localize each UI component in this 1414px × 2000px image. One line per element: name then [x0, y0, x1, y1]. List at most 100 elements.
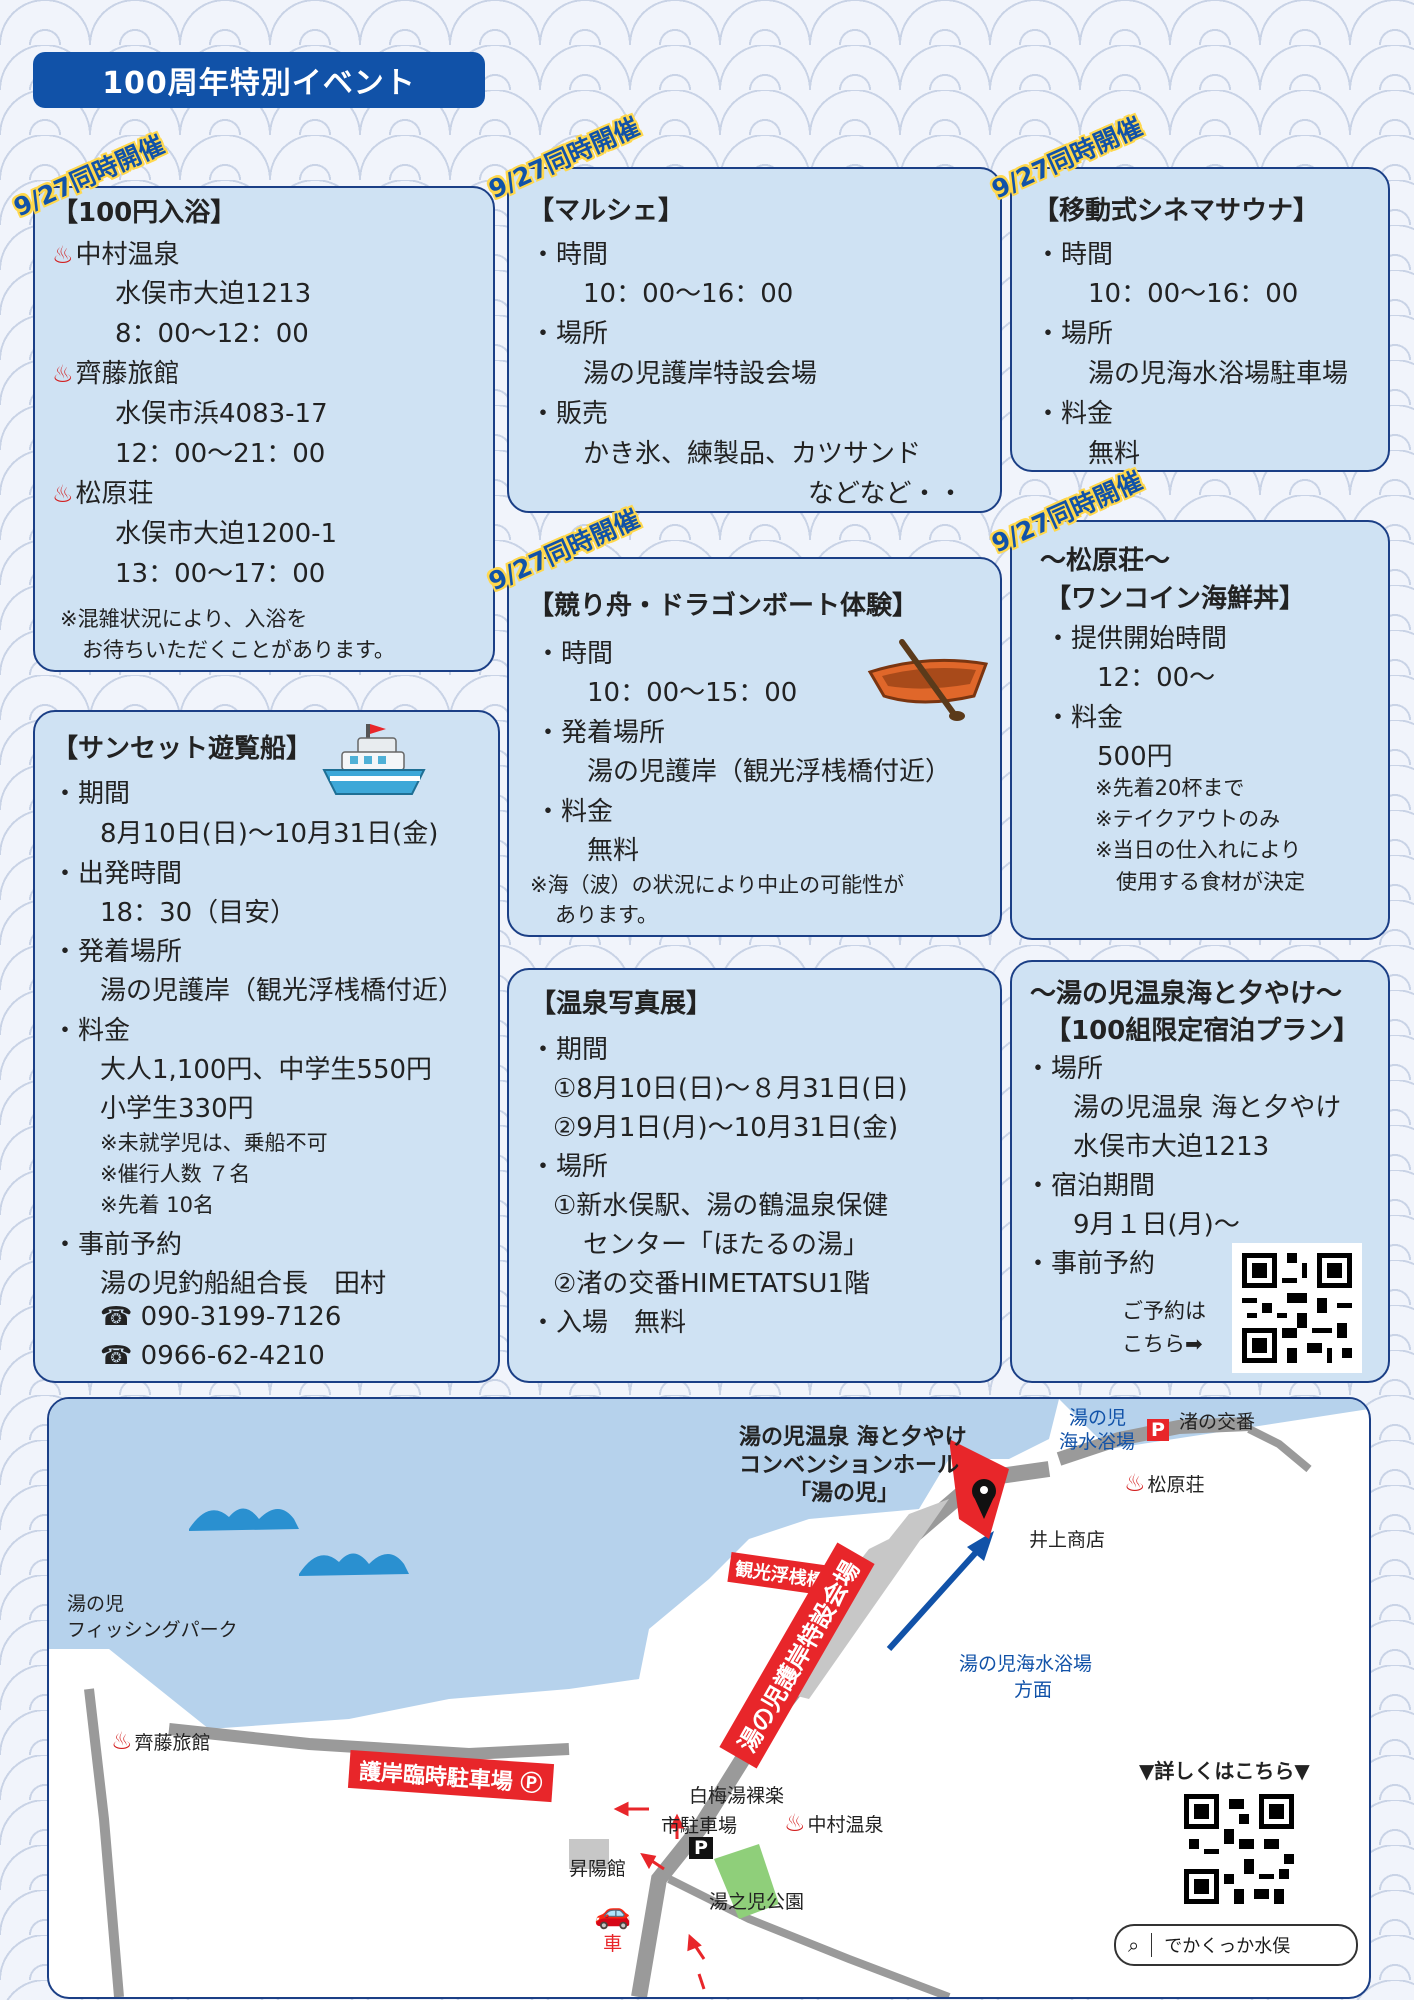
map-matsubara: ♨松原荘 — [1124, 1469, 1205, 1497]
bath-item-2: ♨齊藤旅館 — [52, 353, 180, 390]
cruise-phone-1[interactable]: ☎ 090-3199-7126 — [100, 1302, 342, 1332]
kaisendon-subtitle: 〜松原荘〜 — [1040, 546, 1171, 576]
cruise-depart-label: ・出発時間 — [52, 859, 183, 889]
kaisendon-note-3: ※当日の仕入れにより — [1095, 838, 1302, 862]
kaisendon-fee: 500円 — [1097, 742, 1173, 772]
search-icon: ⌕ — [1128, 1933, 1140, 1957]
marche-place-label: ・場所 — [530, 319, 609, 349]
cruise-phone-2[interactable]: ☎ 0966-62-4210 — [100, 1341, 325, 1371]
map-venue-3: 「湯の児」 — [789, 1481, 900, 1506]
bath-item-3: ♨松原荘 — [52, 473, 154, 510]
onsen-icon: ♨ — [111, 1727, 133, 1755]
map-details-label: ▼詳しくはこちら▼ — [1139, 1759, 1310, 1783]
cruise-period: 8月10日(日)〜10月31日(金) — [100, 819, 439, 849]
bath-box — [33, 186, 495, 672]
map-shoyo: 昇陽館 — [569, 1858, 627, 1880]
dragonboat-box — [507, 557, 1002, 937]
marche-title: 【マルシェ】 — [528, 196, 685, 226]
map-hakubai: 白梅湯裸楽 — [689, 1785, 785, 1807]
map-matsubara-label: 松原荘 — [1147, 1474, 1205, 1496]
map-saito-label: 齊藤旅館 — [134, 1732, 211, 1754]
kaisendon-time-label: ・提供開始時間 — [1045, 624, 1228, 654]
map-fishing-2: フィッシングパーク — [67, 1619, 238, 1641]
marche-time-label: ・時間 — [530, 240, 609, 270]
onsen-icon: ♨ — [52, 241, 74, 269]
dragonboat-place-label: ・発着場所 — [535, 718, 666, 748]
cruise-period-label: ・期間 — [52, 779, 131, 809]
photo-exhibition-box — [507, 968, 1002, 1383]
sauna-fee-label: ・料金 — [1035, 399, 1114, 429]
map-venue-2: コンベンションホール — [739, 1453, 960, 1478]
bath-hours-2: 12：00〜21：00 — [115, 439, 326, 469]
photo-period-2: ②9月1日(月)〜10月31日(金) — [553, 1113, 899, 1143]
bath-hours-1: 8：00〜12：00 — [115, 319, 309, 349]
bath-note-2: お待ちいただくことがあります。 — [82, 638, 395, 662]
bath-item-1: ♨中村温泉 — [52, 234, 180, 271]
dragonboat-time-label: ・時間 — [535, 639, 614, 669]
search-box[interactable]: ⌕ でかくっか水俣 — [1114, 1924, 1358, 1966]
ship-icon — [322, 724, 426, 795]
search-text: でかくっか水俣 — [1164, 1936, 1291, 1957]
onsen-icon: ♨ — [1124, 1469, 1146, 1497]
cruise-fee-child: 小学生330円 — [100, 1094, 254, 1124]
cruise-note-1: ※未就学児は、乗船不可 — [100, 1131, 328, 1155]
kaisendon-fee-label: ・料金 — [1045, 703, 1124, 733]
search-divider — [1151, 1933, 1153, 1957]
stay-reserve-arrow: こちら➡ — [1122, 1332, 1203, 1356]
marche-box — [507, 167, 1002, 513]
access-map: 湯の児温泉 海と夕やけ コンベンションホール 「湯の児」 湯の児 海水浴場 P … — [47, 1397, 1371, 1999]
marche-sales: かき氷、練製品、カツサンド — [583, 439, 922, 469]
cruise-note-2: ※催行人数 ７名 — [100, 1162, 251, 1186]
photo-place-1: ①新水俣駅、湯の鶴温泉保健 — [553, 1191, 889, 1221]
map-koban: 渚の交番 — [1179, 1411, 1256, 1433]
kaisendon-title: 【ワンコイン海鮮丼】 — [1045, 584, 1306, 614]
onsen-icon: ♨ — [784, 1809, 806, 1837]
cruise-place: 湯の児護岸（観光浮桟橋付近） — [100, 976, 465, 1006]
map-saito: ♨齊藤旅館 — [111, 1727, 211, 1755]
photo-place-label: ・場所 — [530, 1152, 609, 1182]
stay-reserve-here: ご予約は — [1122, 1299, 1206, 1323]
cruise-fee-adult: 大人1,100円、中学生550円 — [100, 1055, 433, 1085]
stay-address: 水俣市大迫1213 — [1073, 1132, 1270, 1162]
map-cityparking-p: P — [689, 1837, 713, 1859]
photo-place-2: ②渚の交番HIMETATSU1階 — [553, 1269, 870, 1299]
cruise-place-label: ・発着場所 — [52, 937, 183, 967]
stay-subtitle: 〜湯の児温泉海と夕やけ〜 — [1030, 979, 1343, 1009]
map-car: 🚗車 — [594, 1899, 631, 1956]
marche-sales-label: ・販売 — [530, 399, 609, 429]
map-beach-parking: P — [1147, 1419, 1169, 1441]
map-nakamura-label: 中村温泉 — [807, 1814, 884, 1836]
sauna-place-label: ・場所 — [1035, 319, 1114, 349]
photo-entry: ・入場 無料 — [530, 1308, 687, 1338]
dragonboat-place: 湯の児護岸（観光浮桟橋付近） — [587, 757, 952, 787]
cruise-note-3: ※先着 10名 — [100, 1193, 214, 1217]
map-car-label: 車 — [603, 1933, 623, 1955]
stay-period-label: ・宿泊期間 — [1025, 1171, 1156, 1201]
stay-period: 9月１日(月)〜 — [1073, 1210, 1240, 1240]
map-nakamura: ♨中村温泉 — [784, 1809, 884, 1837]
cruise-reserve-label: ・事前予約 — [52, 1230, 183, 1260]
cruise-fee-label: ・料金 — [52, 1016, 131, 1046]
dragonboat-time: 10：00〜15：00 — [587, 678, 798, 708]
sunset-cruise-box — [33, 710, 500, 1383]
bath-item-name: 齊藤旅館 — [75, 359, 180, 389]
bath-item-name: 中村温泉 — [75, 240, 180, 270]
bath-note-1: ※混雑状況により、入浴を — [60, 607, 308, 631]
kaisendon-time: 12：00〜 — [1097, 663, 1216, 693]
reserve-qr-code[interactable] — [1232, 1243, 1362, 1373]
kaisendon-box — [1010, 520, 1390, 940]
marche-sales-more: などなど・・ — [808, 479, 964, 509]
map-park: 湯之児公園 — [709, 1891, 805, 1913]
dragonboat-fee-label: ・料金 — [535, 797, 614, 827]
map-cityparking: 市駐車場 — [661, 1815, 738, 1837]
photo-period-label: ・期間 — [530, 1035, 609, 1065]
bath-title: 【100円入浴】 — [52, 198, 237, 228]
cruise-depart: 18：30（目安） — [100, 898, 297, 928]
kaisendon-note-4: 使用する食材が決定 — [1116, 870, 1305, 894]
kaisendon-note-1: ※先着20杯まで — [1095, 776, 1245, 800]
marche-time: 10：00〜16：00 — [583, 279, 794, 309]
details-qr-code[interactable] — [1174, 1784, 1304, 1914]
cruise-title: 【サンセット遊覧船】 — [52, 734, 313, 764]
sauna-place: 湯の児海水浴場駐車場 — [1088, 359, 1349, 389]
rowboat-icon — [867, 639, 989, 721]
